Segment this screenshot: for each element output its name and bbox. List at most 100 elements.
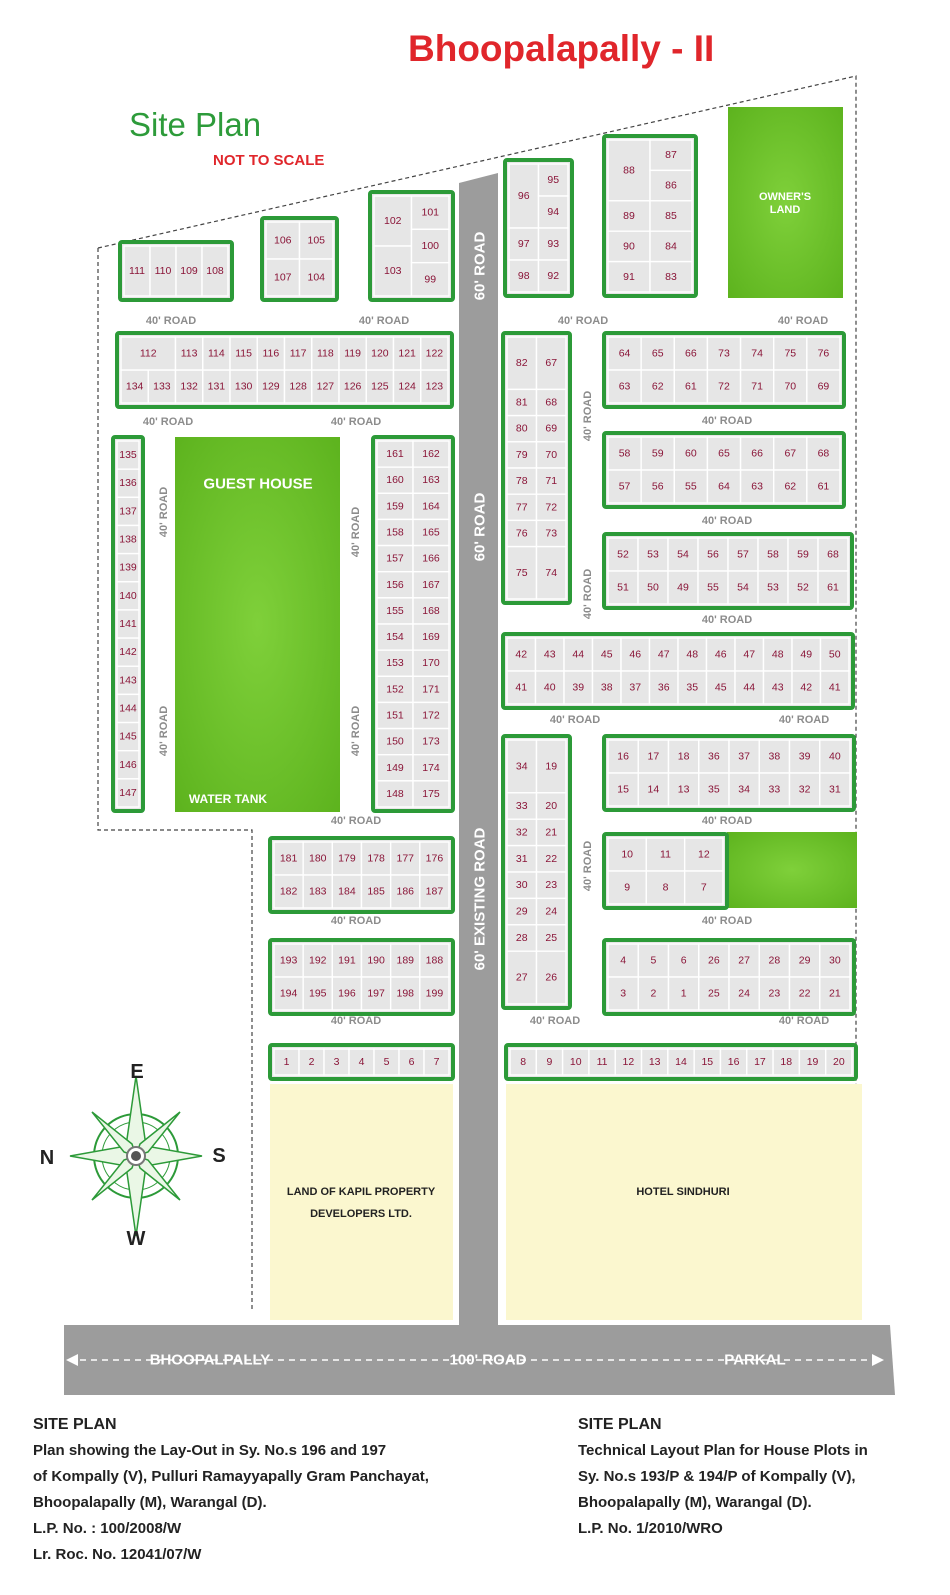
plot-cell[interactable]: [607, 369, 642, 404]
plot-cell[interactable]: [412, 675, 450, 704]
plot-cell[interactable]: [758, 739, 791, 774]
plot-cell[interactable]: [535, 871, 567, 900]
plot-cell[interactable]: [535, 1048, 564, 1076]
plot-cell[interactable]: [376, 701, 414, 730]
plot-cell[interactable]: [201, 245, 229, 297]
plot-cell[interactable]: [773, 469, 808, 504]
plot-cell[interactable]: [423, 1048, 450, 1076]
plot-cell[interactable]: [376, 544, 414, 573]
plot-cell[interactable]: [640, 369, 675, 404]
plot-cell[interactable]: [728, 976, 760, 1011]
plot-cell[interactable]: [649, 139, 693, 172]
plot-cell[interactable]: [683, 837, 724, 872]
plot-cell[interactable]: [410, 195, 450, 231]
plot-cell[interactable]: [705, 670, 736, 705]
plot-cell[interactable]: [535, 441, 567, 469]
plot-cell[interactable]: [149, 245, 177, 297]
plot-cell[interactable]: [819, 943, 851, 978]
plot-cell[interactable]: [773, 336, 808, 371]
plot-cell[interactable]: [298, 221, 334, 260]
plot-cell[interactable]: [535, 792, 567, 820]
plot-cell[interactable]: [607, 436, 642, 471]
plot-cell[interactable]: [123, 245, 151, 297]
plot-cell[interactable]: [256, 369, 286, 404]
plot-cell[interactable]: [412, 701, 450, 730]
plot-cell[interactable]: [819, 637, 850, 672]
plot-cell[interactable]: [506, 670, 537, 705]
plot-cell[interactable]: [535, 739, 567, 794]
plot-cell[interactable]: [698, 976, 730, 1011]
plot-cell[interactable]: [376, 780, 414, 808]
plot-cell[interactable]: [677, 637, 708, 672]
plot-cell[interactable]: [506, 924, 538, 952]
plot-cell[interactable]: [376, 754, 414, 782]
plot-cell[interactable]: [273, 943, 304, 978]
plot-cell[interactable]: [412, 492, 450, 521]
plot-cell[interactable]: [331, 976, 363, 1011]
plot-cell[interactable]: [607, 537, 639, 572]
plot-cell[interactable]: [376, 518, 414, 547]
plot-cell[interactable]: [739, 369, 775, 404]
plot-cell[interactable]: [637, 772, 670, 807]
plot-cell[interactable]: [535, 844, 567, 873]
plot-cell[interactable]: [677, 670, 708, 705]
plot-cell[interactable]: [607, 469, 642, 504]
plot-cell[interactable]: [806, 369, 841, 404]
plot-cell[interactable]: [311, 336, 340, 371]
plot-cell[interactable]: [798, 1048, 827, 1076]
plot-cell[interactable]: [667, 943, 700, 978]
plot-cell[interactable]: [819, 772, 851, 807]
plot-cell[interactable]: [614, 1048, 643, 1076]
plot-cell[interactable]: [506, 792, 538, 820]
plot-cell[interactable]: [331, 874, 363, 909]
plot-cell[interactable]: [620, 670, 651, 705]
plot-cell[interactable]: [683, 870, 724, 905]
plot-cell[interactable]: [273, 1048, 300, 1076]
plot-cell[interactable]: [376, 623, 414, 651]
plot-cell[interactable]: [535, 467, 567, 495]
plot-cell[interactable]: [772, 1048, 801, 1076]
plot-cell[interactable]: [819, 739, 851, 774]
plot-cell[interactable]: [607, 976, 639, 1011]
plot-cell[interactable]: [640, 469, 675, 504]
plot-cell[interactable]: [534, 670, 565, 705]
plot-cell[interactable]: [376, 466, 414, 494]
plot-cell[interactable]: [412, 780, 450, 808]
plot-cell[interactable]: [410, 261, 450, 297]
plot-cell[interactable]: [762, 637, 793, 672]
plot-cell[interactable]: [787, 570, 819, 605]
plot-cell[interactable]: [506, 493, 538, 522]
plot-cell[interactable]: [412, 727, 450, 756]
plot-cell[interactable]: [645, 870, 686, 905]
plot-cell[interactable]: [506, 871, 538, 900]
plot-cell[interactable]: [537, 195, 569, 229]
plot-cell[interactable]: [419, 976, 450, 1011]
plot-cell[interactable]: [607, 837, 648, 872]
plot-cell[interactable]: [508, 227, 540, 261]
plot-cell[interactable]: [649, 260, 693, 293]
plot-cell[interactable]: [706, 469, 742, 504]
plot-cell[interactable]: [323, 1048, 350, 1076]
plot-cell[interactable]: [376, 649, 414, 677]
plot-cell[interactable]: [667, 976, 700, 1011]
plot-cell[interactable]: [535, 950, 567, 1005]
plot-cell[interactable]: [719, 1048, 748, 1076]
plot-cell[interactable]: [591, 670, 622, 705]
plot-cell[interactable]: [537, 259, 569, 293]
plot-cell[interactable]: [817, 537, 849, 572]
plot-cell[interactable]: [788, 976, 821, 1011]
plot-cell[interactable]: [667, 1048, 695, 1076]
plot-cell[interactable]: [537, 163, 569, 197]
plot-cell[interactable]: [727, 537, 759, 572]
plot-cell[interactable]: [637, 570, 669, 605]
plot-cell[interactable]: [509, 1048, 538, 1076]
plot-cell[interactable]: [762, 670, 793, 705]
plot-cell[interactable]: [202, 369, 231, 404]
plot-cell[interactable]: [392, 369, 422, 404]
plot-cell[interactable]: [412, 544, 450, 573]
plot-cell[interactable]: [120, 369, 149, 404]
plot-cell[interactable]: [728, 772, 760, 807]
plot-cell[interactable]: [788, 739, 821, 774]
plot-cell[interactable]: [508, 163, 540, 229]
plot-cell[interactable]: [607, 260, 651, 293]
